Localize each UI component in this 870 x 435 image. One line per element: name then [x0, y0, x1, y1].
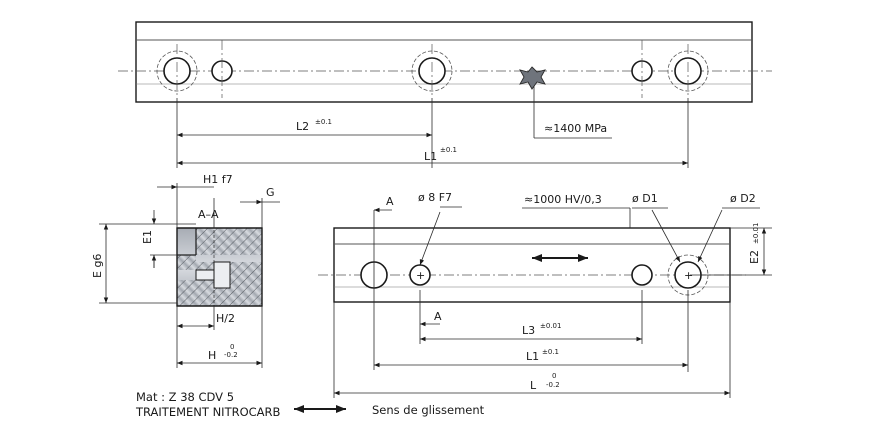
- material-note: Mat : Z 38 CDV 5: [136, 390, 234, 404]
- e1-dimension: E1: [141, 230, 154, 244]
- front-small-hole-right: [631, 264, 653, 344]
- top-small-hole-left: [211, 40, 233, 98]
- notes: Mat : Z 38 CDV 5 TRAITEMENT NITROCARB Se…: [135, 390, 485, 419]
- phi8f7-label: ø 8 F7: [418, 191, 452, 204]
- slide-direction-note: Sens de glissement: [372, 403, 485, 417]
- section-aa-title: A–A: [198, 208, 219, 221]
- l2-tolerance: ±0.1: [315, 118, 332, 126]
- l-tol-upper: 0: [552, 372, 556, 380]
- l3-dimension: L3: [522, 324, 535, 337]
- l1-bottom-tolerance: ±0.1: [542, 348, 559, 356]
- l1-top-tolerance: ±0.1: [440, 146, 457, 154]
- top-large-hole-right: [667, 44, 709, 98]
- l-dimension: L: [530, 379, 537, 392]
- l-tol-lower: -0.2: [546, 381, 560, 389]
- section-mark-bottom: A: [434, 310, 442, 323]
- l3-tolerance: ±0.01: [540, 322, 561, 330]
- d1-label: ø D1: [632, 192, 658, 205]
- l1-top-dimension: L1: [424, 150, 437, 163]
- top-large-hole-left: [156, 44, 198, 98]
- l2-dimension: L2: [296, 120, 309, 133]
- section-view: H1 f7 G A–A E1 E g6 H/2 H 0 -0.2: [91, 173, 280, 368]
- l1-bottom-dimension: L1: [526, 350, 539, 363]
- hardness-mpa-label: ≈1400 MPa: [544, 122, 607, 135]
- e2-tolerance: ±0.01: [752, 223, 760, 244]
- svg-text:+: +: [684, 269, 693, 282]
- g-dimension: G: [266, 186, 275, 199]
- front-large-hole-right: +: [667, 254, 709, 372]
- section-mark-top: A: [386, 195, 394, 208]
- h-tol-lower: -0.2: [224, 351, 238, 359]
- front-large-hole-left: [360, 210, 388, 370]
- eg6-dimension: E g6: [91, 254, 104, 278]
- h-tol-upper: 0: [230, 343, 234, 351]
- treatment-note: TRAITEMENT NITROCARB: [135, 405, 281, 419]
- star-icon: [519, 66, 546, 90]
- center-cross: +: [416, 269, 425, 282]
- top-view: ≈1400 MPa L2 ±0.1 L1 ±0.1: [118, 21, 772, 168]
- e2-dimension: E2: [748, 250, 761, 264]
- hardness-hv-label: ≈1000 HV/0,3: [524, 193, 602, 206]
- h2-dimension: H/2: [216, 312, 235, 325]
- top-small-hole-right: [631, 40, 653, 98]
- h1f7-dimension: H1 f7: [203, 173, 233, 186]
- front-view: + + A A ø 8 F7 ≈1000 HV/0,3 ø D1: [318, 191, 772, 398]
- d2-label: ø D2: [730, 192, 756, 205]
- front-small-hole-left: +: [409, 264, 431, 344]
- h-dimension: H: [208, 349, 216, 362]
- top-large-hole-center: [411, 44, 453, 98]
